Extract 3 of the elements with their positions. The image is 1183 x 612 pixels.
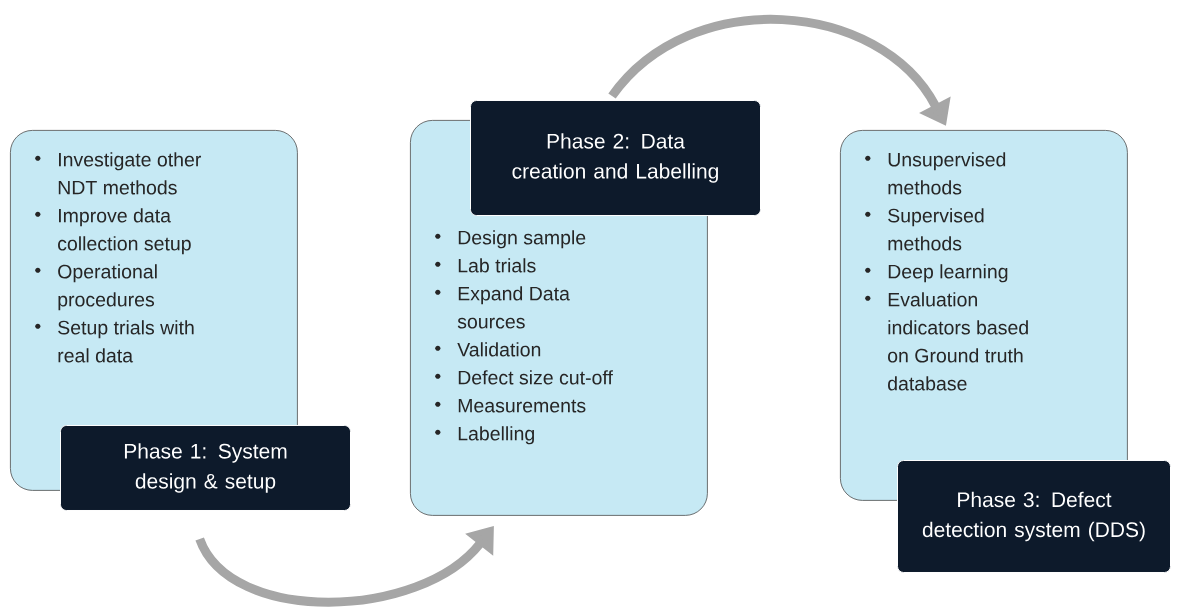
phase-label: Phase 3: Defect detection system (DDS) bbox=[897, 460, 1171, 573]
phase-label: Phase 2: Data creation and Labelling bbox=[470, 100, 761, 216]
phase-label: Phase 1: System design & setup bbox=[60, 425, 351, 511]
